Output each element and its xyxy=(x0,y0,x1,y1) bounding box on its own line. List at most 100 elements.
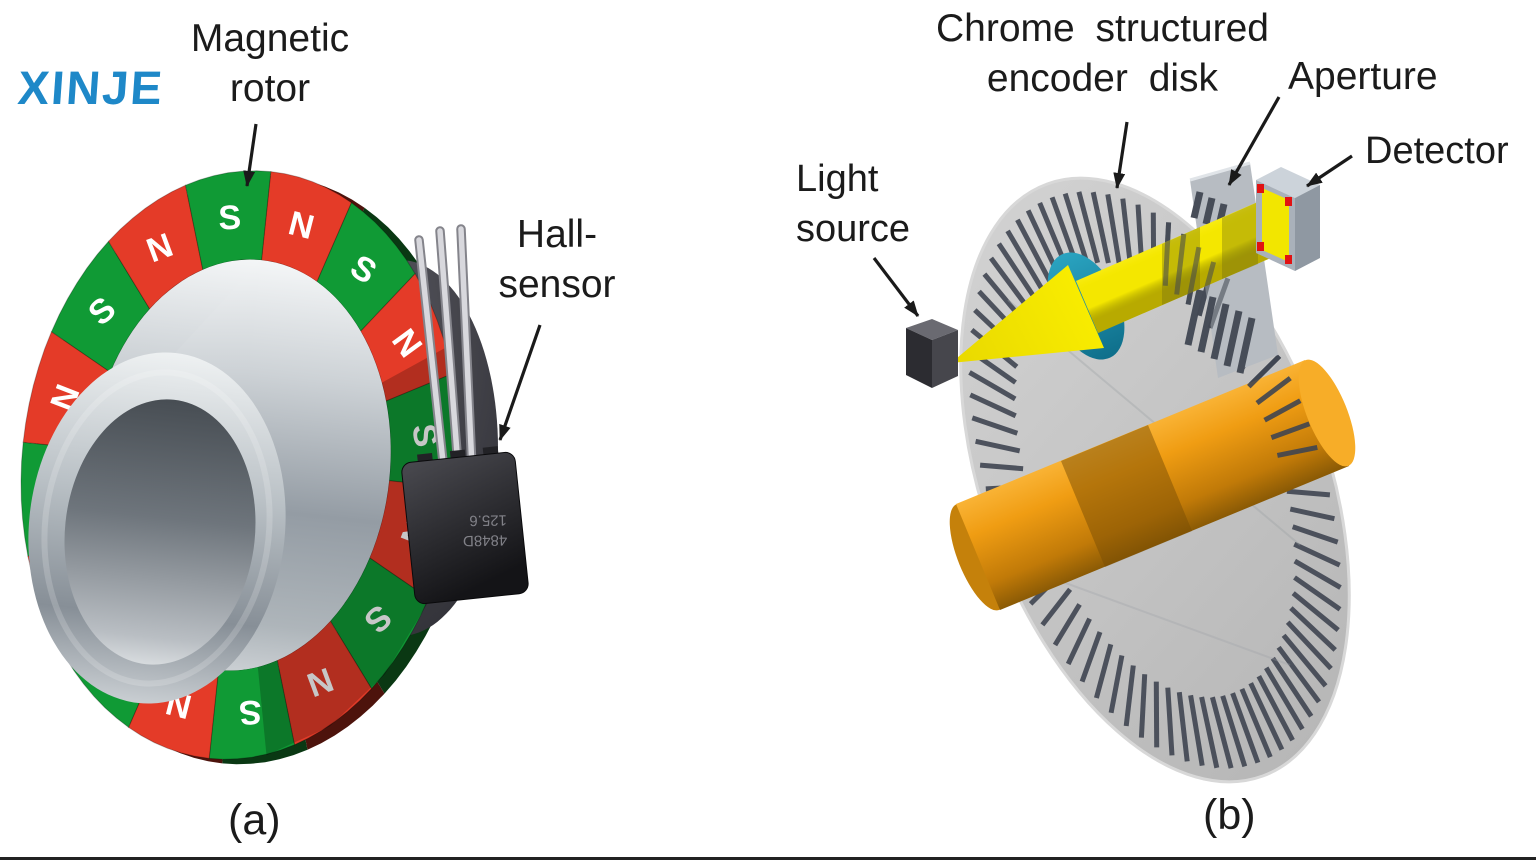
aperture-arrow xyxy=(1227,96,1281,186)
disk-tick xyxy=(1005,229,1046,294)
disk-tick xyxy=(1293,575,1342,612)
disk-tick xyxy=(1138,674,1148,738)
disk-tick-front xyxy=(1270,421,1311,440)
disk-tick xyxy=(1105,193,1122,266)
optical-encoder xyxy=(906,161,1356,784)
disk-tick-front xyxy=(1276,444,1318,458)
disk-tick-front xyxy=(1247,354,1282,389)
disk-tick xyxy=(1090,191,1111,264)
disk-tick xyxy=(969,392,1017,419)
disk-tick xyxy=(1286,488,1331,498)
disk-tick-front xyxy=(1255,376,1292,406)
encoder-disk-label-line2: encoder disk xyxy=(986,57,1219,100)
disk-tick xyxy=(1256,675,1295,742)
disk-seam-line xyxy=(1029,569,1291,666)
hall-sensor-label-line1: Hall- xyxy=(516,213,598,256)
sensor-marking-line1: 4848D xyxy=(463,531,508,549)
disk-tick-over-beam xyxy=(1162,222,1172,286)
motor-shaft xyxy=(949,359,1356,611)
light-source-label: Light source xyxy=(796,154,910,254)
hall-sensor-leads xyxy=(414,224,477,473)
rotor-shadow-overlay xyxy=(257,347,460,756)
disk-tick xyxy=(1293,541,1341,568)
disk-tick xyxy=(1270,656,1314,718)
light-source-label-line1: Light xyxy=(796,158,879,200)
shaft-shadow-band xyxy=(1061,425,1192,567)
bottom-rule xyxy=(0,857,1536,860)
disk-tick xyxy=(1188,694,1205,767)
disk-tick xyxy=(1209,696,1234,769)
disk-tick-over-beam xyxy=(1207,277,1231,329)
disk-tick xyxy=(1199,696,1220,769)
disk-tick xyxy=(1065,617,1092,666)
light-source-label-line2: source xyxy=(796,208,911,250)
disk-tick xyxy=(1220,695,1248,768)
disk-tick xyxy=(1285,620,1333,671)
beam-aperture-shadow xyxy=(1222,202,1258,279)
hub-bore xyxy=(64,399,256,665)
magnetic-rotor-arrow xyxy=(243,123,258,187)
disk-tick xyxy=(1079,631,1103,683)
hall-sensor-package: 4848D 125.6 xyxy=(401,446,529,605)
disk-tick xyxy=(1291,524,1339,545)
hall-sensor-label-line2: sensor xyxy=(498,263,616,306)
panel-b-caption: (b) xyxy=(1203,791,1256,839)
hall-sensor-arrow xyxy=(498,324,542,441)
detector-photodiodes xyxy=(1257,184,1292,264)
magnetic-rotor: NSNSNSNSNSNSNSNS xyxy=(20,170,529,765)
disk-tick xyxy=(1230,692,1261,764)
annotation-arrows xyxy=(243,96,1353,441)
disk-tick xyxy=(1289,506,1335,522)
light-cone xyxy=(951,265,1104,363)
detector-label: Detector xyxy=(1365,130,1509,172)
hall-sensor-label: Hall- sensor xyxy=(462,210,652,310)
encoder-disk-ticks-over-beam xyxy=(1162,222,1231,329)
disk-tick xyxy=(1281,633,1328,688)
rotor-shading xyxy=(257,347,460,756)
magnetic-rotor-label-line1: Magnetic xyxy=(190,17,350,60)
disk-tick xyxy=(1120,198,1134,269)
disk-tick xyxy=(1123,665,1136,727)
disk-tick xyxy=(979,462,1024,472)
disk-tick-over-beam xyxy=(1174,233,1187,295)
disk-tick xyxy=(1040,587,1073,627)
rotor-pole-letter: S xyxy=(238,692,262,731)
sensor-marking-line2: 125.6 xyxy=(469,511,507,529)
disk-tick xyxy=(1276,645,1322,704)
rotor-hub xyxy=(28,259,391,704)
disk-tick xyxy=(1093,643,1114,699)
disk-tick-over-beam xyxy=(1196,261,1217,317)
disk-tick xyxy=(1165,687,1175,756)
disk-tick xyxy=(1291,591,1340,633)
disk-tick-front xyxy=(1263,398,1302,423)
disk-tick xyxy=(1062,192,1090,265)
encoder-disk-label-line1: Chrome structured xyxy=(936,7,1269,50)
disk-tick xyxy=(1052,603,1082,647)
light-source-arrow xyxy=(872,257,920,317)
detector-window xyxy=(1262,188,1289,262)
detector-arrow xyxy=(1306,154,1353,188)
disk-tick xyxy=(1076,191,1101,264)
disk-tick xyxy=(975,438,1021,454)
disk-tick xyxy=(968,370,1017,402)
disk-tick xyxy=(1108,655,1125,714)
disk-tick xyxy=(1248,682,1285,751)
disk-tick xyxy=(996,242,1040,304)
rotor-pole-letter: S xyxy=(218,199,242,238)
disk-tick xyxy=(1015,218,1054,285)
disk-tick xyxy=(1289,606,1337,652)
light-source-cube xyxy=(906,319,958,388)
disk-tick xyxy=(1264,666,1305,731)
encoder-disk-arrow xyxy=(1113,121,1129,189)
disk-tick xyxy=(1239,687,1273,759)
magnetic-rotor-label-line2: rotor xyxy=(229,67,311,110)
disk-tick xyxy=(1176,691,1190,762)
aperture-label: Aperture xyxy=(1288,55,1438,98)
disk-tick-over-beam xyxy=(1185,246,1202,305)
hall-sensor: 4848D 125.6 xyxy=(401,224,529,605)
magnetic-rotor-label: Magnetic rotor xyxy=(170,14,370,114)
xinje-logo: XINJE xyxy=(16,61,166,114)
detector-box xyxy=(1256,167,1320,271)
